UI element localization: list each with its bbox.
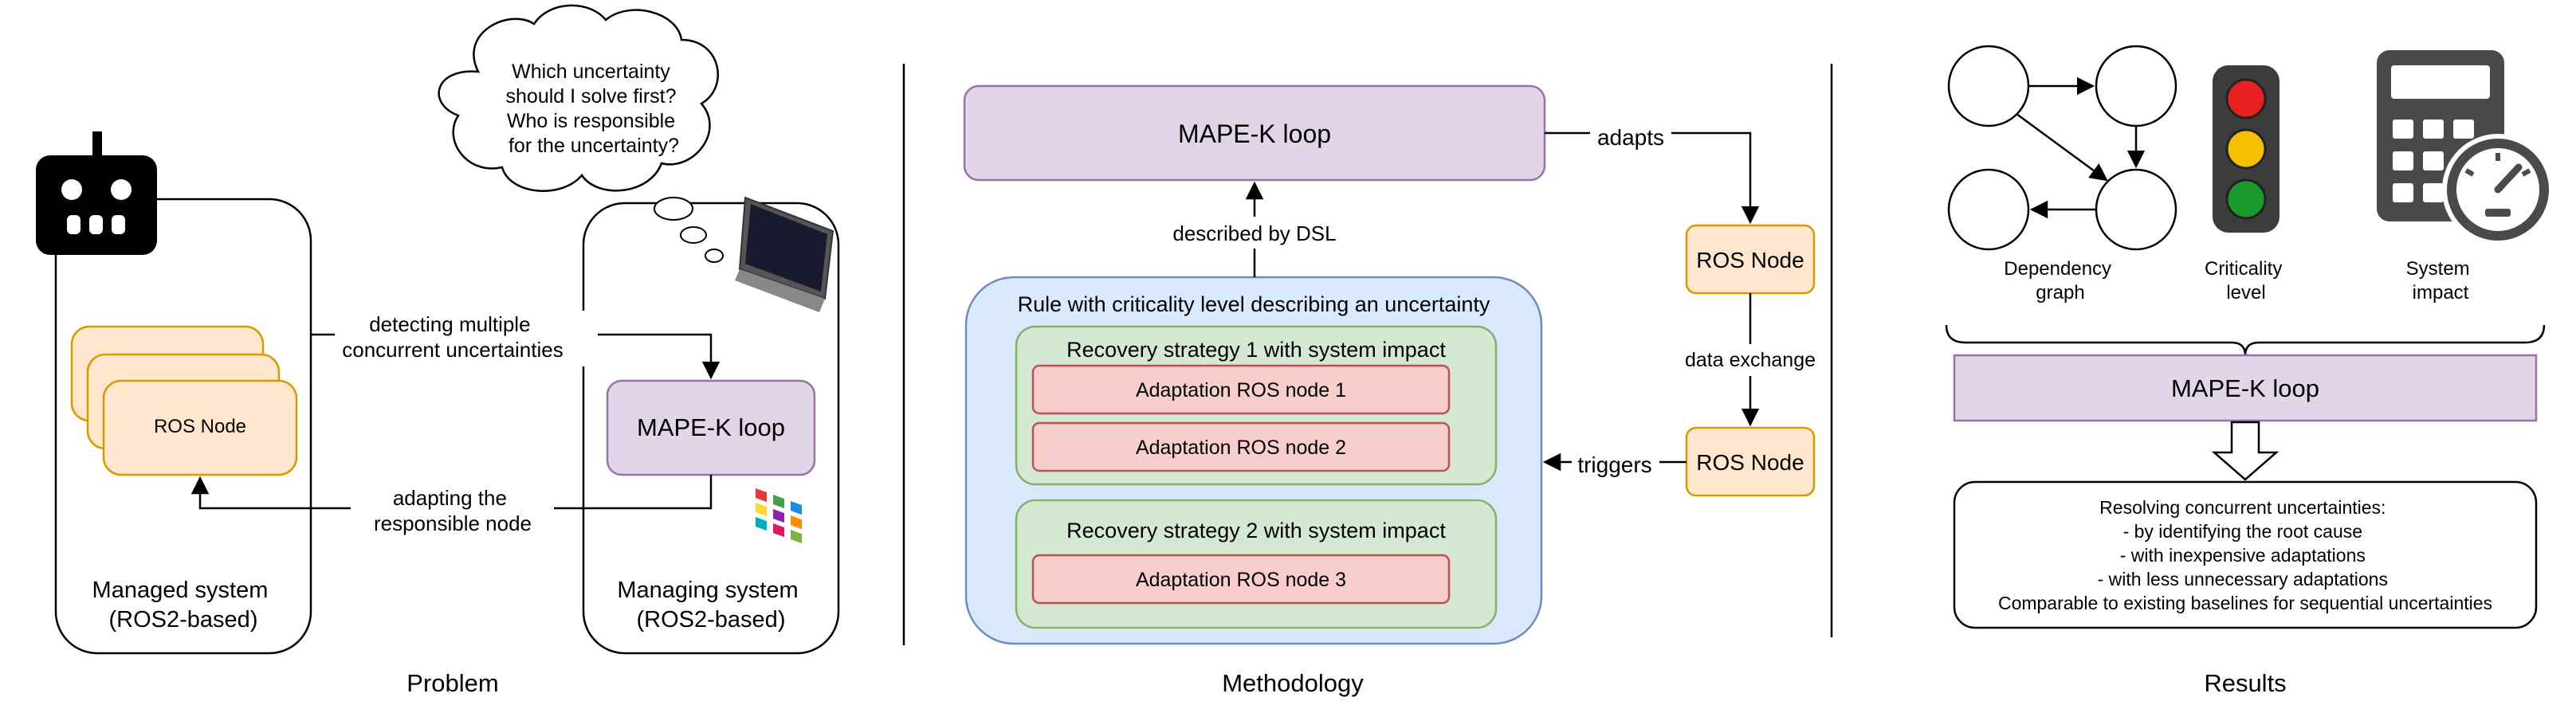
results-panel: Dependency graph Criticality level	[1945, 45, 2554, 697]
results-box	[1953, 480, 2538, 629]
results-text: Resolving concurrent uncertainties: - by…	[1998, 497, 2492, 613]
calculator-gauge-icon	[2377, 50, 2554, 245]
dependency-graph-label: Dependency graph	[2004, 258, 2116, 304]
mapek-loop-results-label: MAPE-K loop	[2171, 374, 2319, 402]
rule-title: Rule with criticality level describing a…	[1018, 292, 1490, 316]
managed-system-label: Managed system (ROS2-based)	[92, 578, 275, 633]
edge-adapts-label: adapts	[1597, 125, 1664, 150]
system-impact-label: System impact	[2406, 258, 2476, 304]
mapek-loop-problem-label: MAPE-K loop	[637, 413, 785, 441]
thought-cloud: Which uncertainty should I solve first? …	[438, 4, 724, 263]
edge-described-by-label: described by DSL	[1172, 221, 1336, 245]
problem-caption: Problem	[406, 669, 498, 697]
managing-system-label: Managing system (ROS2-based)	[617, 578, 804, 633]
adaptation-node-1	[1031, 364, 1451, 415]
mapek-loop-method-label: MAPE-K loop	[1178, 119, 1331, 148]
dependency-graph-icon	[1947, 45, 2177, 251]
mapek-loop-results	[1953, 354, 2538, 422]
adaptation-node-3	[1031, 554, 1451, 605]
down-arrow	[2211, 421, 2280, 481]
results-caption: Results	[2204, 669, 2286, 697]
adaptation-node-3-label: Adaptation ROS node 3	[1136, 569, 1346, 591]
recovery-strategy-1-label: Recovery strategy 1 with system impact	[1066, 338, 1446, 362]
adaptation-node-1-label: Adaptation ROS node 1	[1136, 379, 1346, 401]
robot-icon	[36, 131, 157, 255]
ros-node-front	[102, 379, 298, 476]
edge-triggers-label: triggers	[1577, 452, 1651, 477]
adaptation-node-2-label: Adaptation ROS node 2	[1136, 437, 1346, 459]
edge-data-exchange-label: data exchange	[1685, 349, 1816, 371]
problem-panel: ROS Node Managed system (ROS2-based) MAP…	[36, 4, 840, 697]
edge-adapting-label: adapting the responsible node	[374, 486, 532, 535]
traffic-light-icon	[2213, 65, 2280, 233]
methodology-caption: Methodology	[1222, 669, 1364, 697]
monitor-icon	[735, 196, 834, 544]
ros-node-label: ROS Node	[154, 416, 246, 437]
curly-brace	[1945, 324, 2546, 356]
ros-node-top-label: ROS Node	[1696, 248, 1804, 272]
adaptation-node-2	[1031, 421, 1451, 472]
thought-text: Which uncertainty should I solve first? …	[506, 61, 682, 157]
ros-node-bottom-label: ROS Node	[1696, 450, 1804, 475]
methodology-panel: MAPE-K loop Rule with criticality level …	[963, 84, 1827, 697]
recovery-strategy-2-label: Recovery strategy 2 with system impact	[1066, 519, 1446, 542]
edge-detecting-label: detecting multiple concurrent uncertaint…	[342, 312, 563, 362]
criticality-label: Criticality level	[2205, 258, 2287, 304]
